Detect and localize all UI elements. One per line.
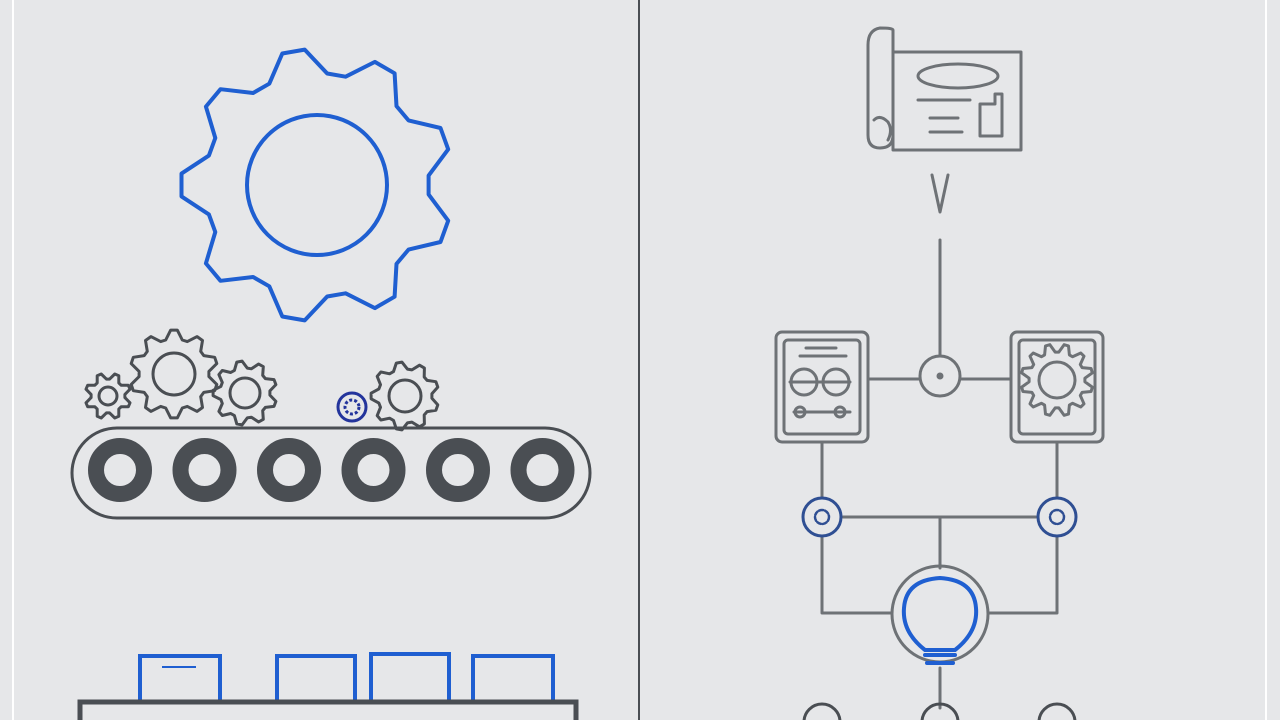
small-gear-hub xyxy=(97,385,119,407)
conveyor-roller xyxy=(257,438,321,502)
conveyor-roller xyxy=(510,438,575,502)
down-arrow-icon xyxy=(930,173,950,214)
platform xyxy=(77,699,579,720)
small-gear-icon xyxy=(129,328,219,420)
box-icon xyxy=(138,654,222,704)
box-icon xyxy=(369,652,451,704)
box-icon xyxy=(471,654,555,704)
small-gears-group xyxy=(84,328,440,432)
manufacturing-panel xyxy=(70,47,592,720)
junction-dot xyxy=(936,372,944,380)
conveyor-roller xyxy=(172,438,237,502)
conveyor-rollers xyxy=(88,438,575,502)
output-node xyxy=(802,702,842,720)
blue-ball-icon xyxy=(336,391,368,423)
flow-line xyxy=(820,535,894,615)
small-gear-icon xyxy=(211,359,278,427)
conveyor-belt xyxy=(70,426,592,520)
junction-node xyxy=(918,354,962,398)
blue-ball-core xyxy=(343,398,361,416)
connector-node-left xyxy=(801,496,843,538)
conveyor-frame xyxy=(70,426,592,520)
conveyor-roller xyxy=(88,438,152,502)
machine-gear-icon xyxy=(1020,343,1094,417)
large-gear-hub xyxy=(245,113,389,257)
lightbulb-icon xyxy=(890,564,990,665)
flow-line xyxy=(986,535,1059,615)
machine-gear-outline xyxy=(1020,343,1094,417)
connector-node-right xyxy=(1036,496,1078,538)
large-gear-outline xyxy=(179,47,451,323)
small-gear-hub xyxy=(387,378,423,414)
large-gear-icon xyxy=(179,47,451,323)
workflow-panel xyxy=(774,26,1105,720)
control-panel-icon xyxy=(774,330,870,444)
small-gear-hub xyxy=(151,351,197,397)
small-gear-icon xyxy=(369,360,440,432)
output-node xyxy=(920,702,960,720)
conveyor-roller xyxy=(426,438,490,502)
gear-machine-icon xyxy=(1009,330,1105,444)
boxes-group xyxy=(138,652,555,704)
box-icon xyxy=(275,654,357,704)
output-node xyxy=(1037,702,1077,720)
small-gear-hub xyxy=(228,376,262,410)
small-gear-icon xyxy=(84,372,132,420)
conveyor-roller xyxy=(341,438,406,502)
blueprint-scroll-icon xyxy=(866,26,1023,152)
